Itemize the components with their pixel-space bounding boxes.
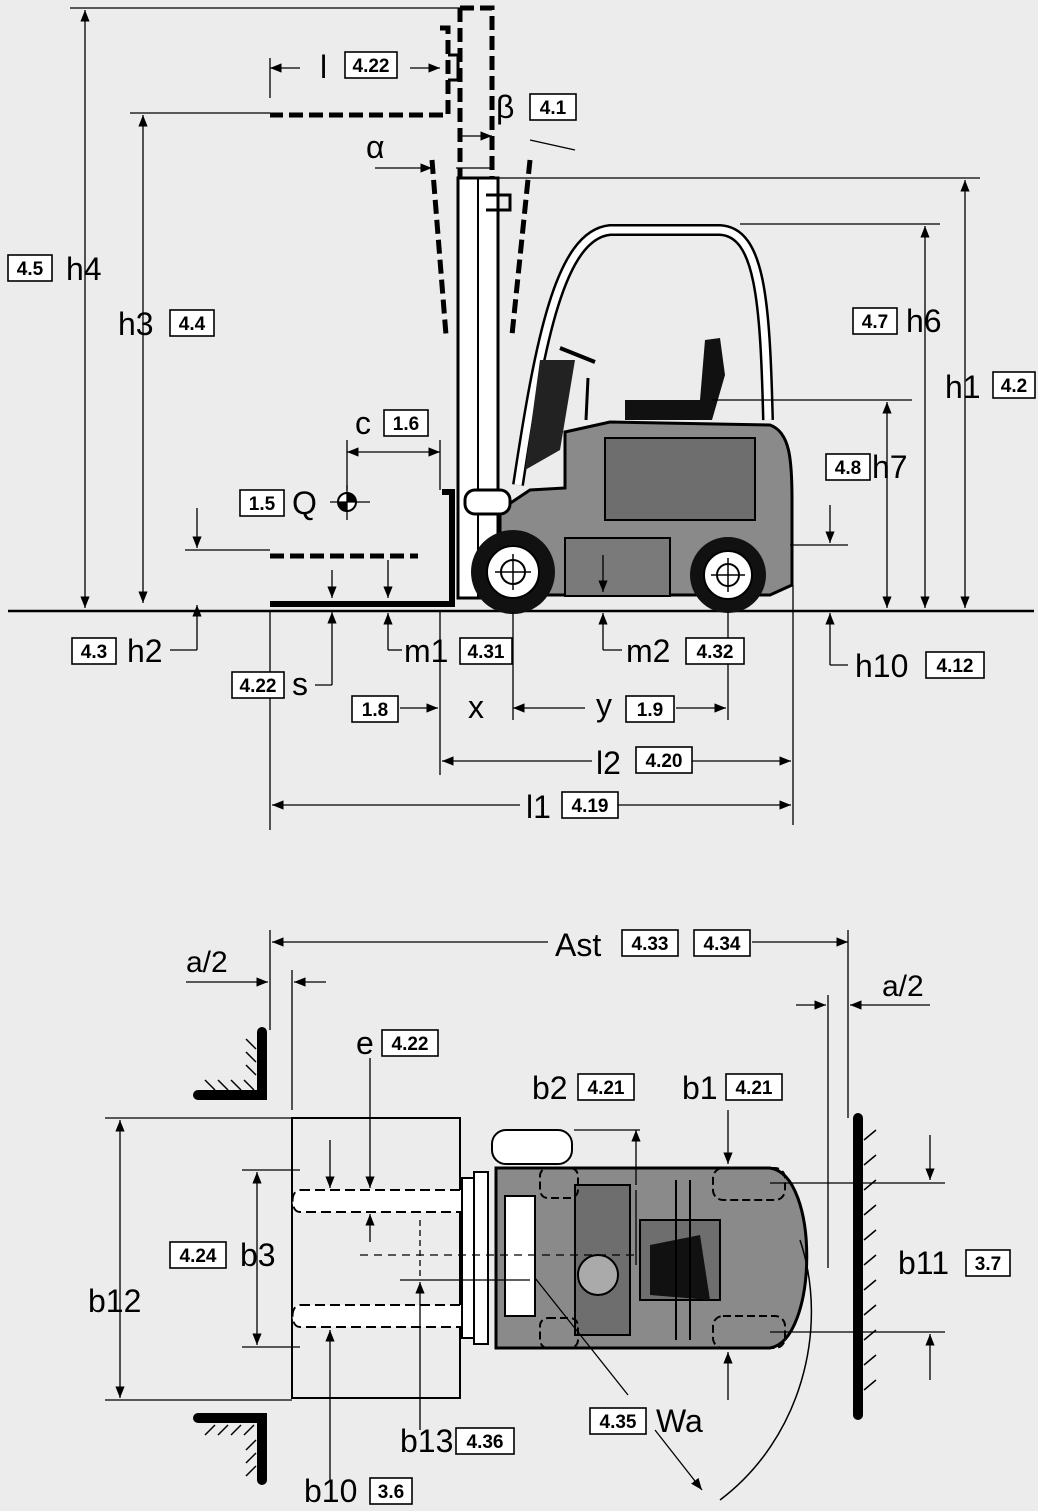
side-labels: 4.5 h4 h3 4.4 l 4.22 β 4.1 α h1 4.2 4.7 … [7,49,1036,825]
label-ast-ref2: 4.34 [704,934,741,955]
rear-wheel [690,537,766,613]
aisle-corner-bottom [193,1413,267,1485]
label-b10-ref: 3.6 [378,1482,404,1503]
label-e: e [356,1025,374,1061]
label-h6: h6 [906,303,942,339]
label-h4-ref: 4.5 [17,259,44,280]
label-h3: h3 [118,306,154,342]
aisle-corner-top [193,1027,267,1100]
label-x: x [468,689,484,725]
steering-column [525,346,596,470]
aisle-wall-right [853,1113,877,1420]
forks-top [291,1171,489,1345]
label-s-ref: 4.22 [240,676,277,697]
label-c: c [355,405,371,441]
label-l: l [320,49,327,85]
label-beta-ref: 4.1 [540,98,567,119]
label-b1-ref: 4.21 [736,1078,773,1099]
label-h7: h7 [872,449,908,485]
label-h10: h10 [855,648,908,684]
label-h3-ref: 4.4 [179,314,206,335]
label-l2: l2 [596,745,621,781]
label-m2-ref: 4.32 [697,642,734,663]
label-alpha: α [366,129,385,165]
label-h2-ref: 4.3 [81,642,107,663]
label-wa: Wa [656,1403,703,1439]
label-l-ref: 4.22 [353,56,390,77]
label-m1-ref: 4.31 [468,642,505,663]
pallet-outline [291,1117,461,1399]
label-h10-ref: 4.12 [937,656,974,677]
top-dimension-lines [105,930,945,1491]
label-m2: m2 [626,633,670,669]
side-view: 4.5 h4 h3 4.4 l 4.22 β 4.1 α h1 4.2 4.7 … [7,5,1036,830]
load-centre-symbol [330,485,370,520]
label-s: s [292,666,308,702]
label-b3: b3 [240,1237,276,1273]
label-b11: b11 [898,1245,949,1281]
front-wheel [471,530,555,614]
label-b12: b12 [88,1283,141,1319]
label-b13-ref: 4.36 [467,1432,504,1453]
top-view: Ast 4.33 4.34 a/2 a/2 e 4.22 b2 4.21 b1 … [88,927,1011,1509]
label-l1: l1 [526,789,551,825]
label-c-ref: 1.6 [393,414,419,435]
label-beta: β [496,89,514,125]
truck-top [491,1129,809,1350]
label-e-ref: 4.22 [392,1034,429,1055]
seat [625,338,725,420]
label-m1: m1 [404,633,448,669]
label-q-ref: 1.5 [249,494,276,515]
top-labels: Ast 4.33 4.34 a/2 a/2 e 4.22 b2 4.21 b1 … [88,927,1011,1509]
label-b13: b13 [400,1423,453,1459]
label-wa-ref: 4.35 [600,1412,637,1433]
label-ast-ref1: 4.33 [632,934,669,955]
label-h1-ref: 4.2 [1001,376,1027,397]
turning-radius-arc [719,1239,813,1501]
label-ast: Ast [555,927,601,963]
label-x-ref: 1.8 [362,700,388,721]
label-y: y [596,687,612,723]
label-l2-ref: 4.20 [646,751,683,772]
label-h4: h4 [66,251,102,287]
label-h6-ref: 4.7 [862,312,888,333]
label-h2: h2 [127,633,163,669]
label-h1: h1 [945,369,981,405]
label-b2: b2 [532,1070,568,1106]
label-a2-right: a/2 [882,970,924,1003]
mast [270,5,533,600]
label-a2-left: a/2 [186,946,228,979]
label-h7-ref: 4.8 [835,458,861,479]
side-dimension-lines [70,7,980,830]
label-b1: b1 [682,1070,718,1106]
label-b11-ref: 3.7 [975,1254,1001,1275]
label-b10: b10 [304,1473,357,1509]
label-b2-ref: 4.21 [588,1078,625,1099]
label-q: Q [292,485,317,521]
label-y-ref: 1.9 [637,700,663,721]
label-b3-ref: 4.24 [180,1246,217,1267]
lowered-forks [270,489,455,607]
label-l1-ref: 4.19 [572,796,609,817]
